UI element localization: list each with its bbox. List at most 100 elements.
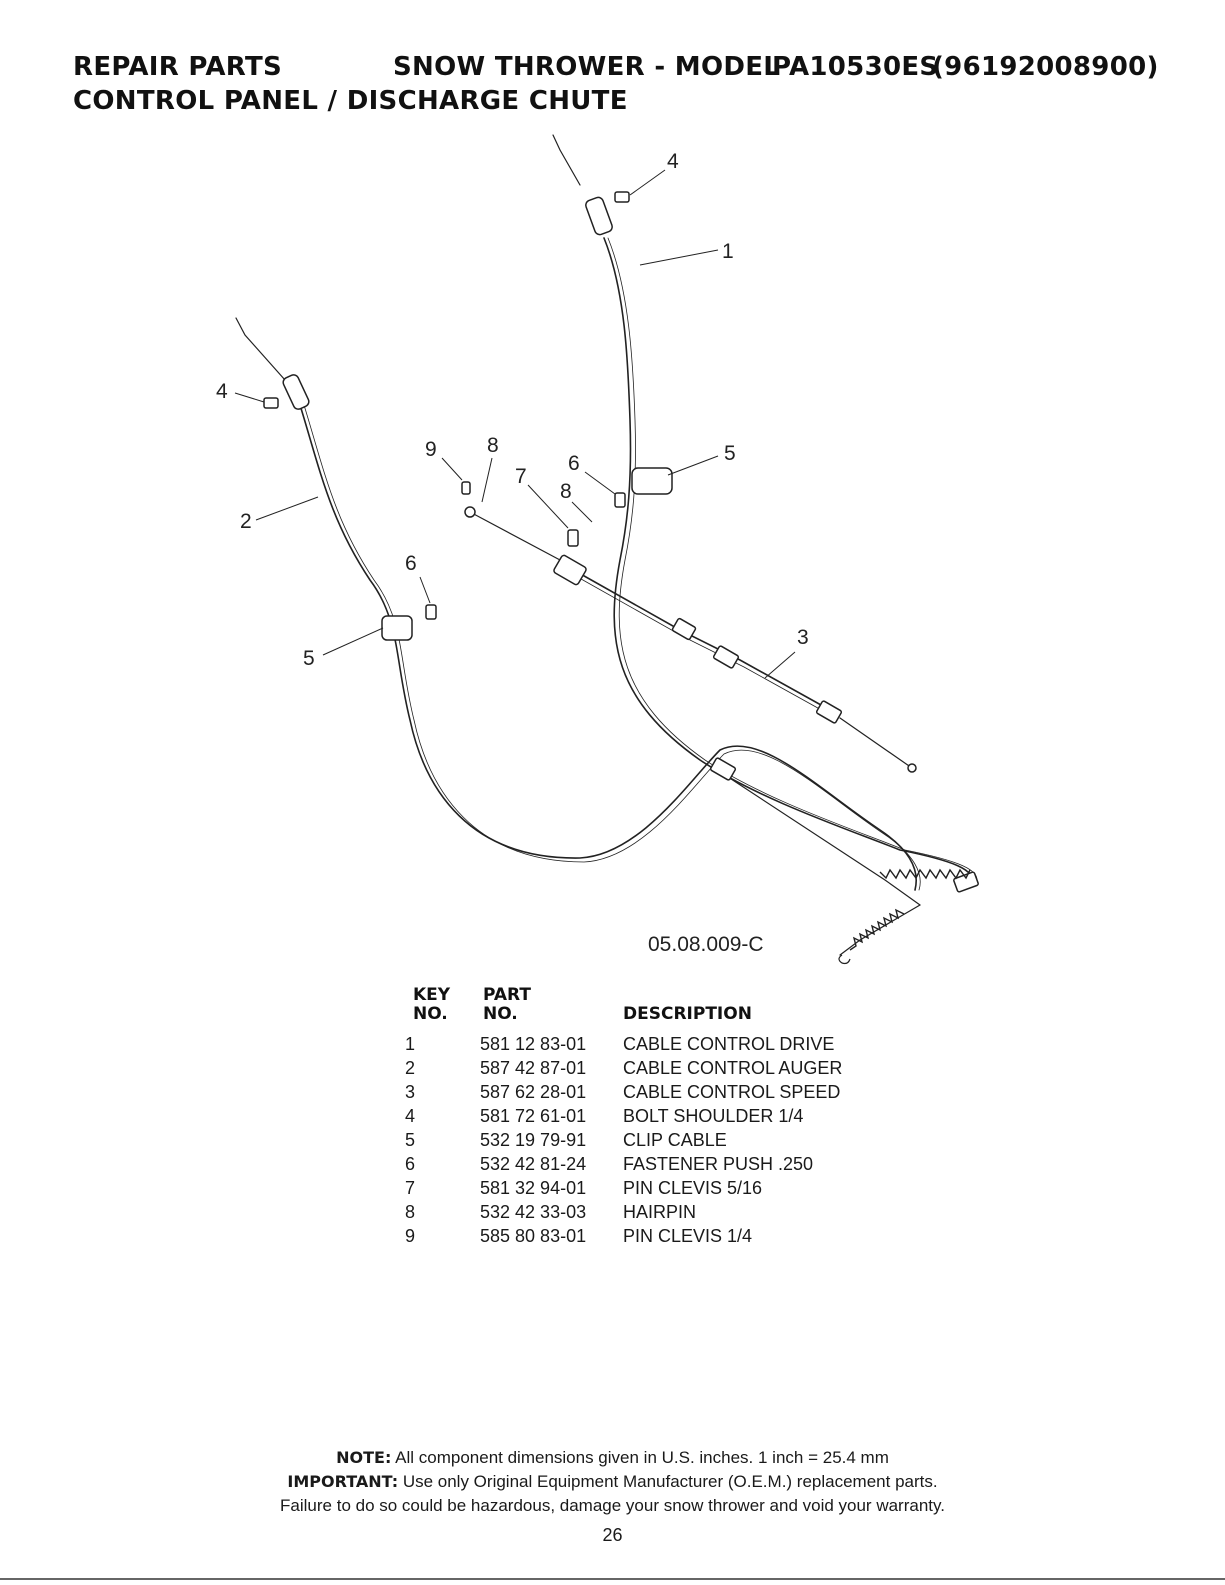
note-text: All component dimensions given in U.S. i… bbox=[391, 1448, 889, 1467]
pin-clevis-small bbox=[461, 481, 471, 495]
part-no: 532 42 33-03 bbox=[480, 1202, 587, 1222]
cable-drive-housing bbox=[603, 237, 973, 886]
extension-spring-lower bbox=[849, 908, 905, 951]
clip-cable-right bbox=[631, 467, 673, 495]
key-no: 5 bbox=[405, 1130, 416, 1150]
note-line: NOTE: All component dimensions given in … bbox=[0, 1448, 1225, 1468]
description: BOLT SHOULDER 1/4 bbox=[623, 1106, 804, 1126]
leader-7 bbox=[527, 484, 569, 529]
leader-2 bbox=[255, 496, 319, 521]
callout-1: 1 bbox=[722, 240, 734, 263]
leader-4-top bbox=[629, 169, 666, 196]
callout-6-lower: 6 bbox=[405, 552, 417, 575]
exploded-parts-diagram: 4 1 4 2 9 8 7 6 8 5 6 5 3 05.08.009-C bbox=[216, 134, 979, 965]
table-row: 5 532 19 79-91 CLIP CABLE bbox=[405, 1130, 1005, 1154]
product-title: SNOW THROWER - MODEL bbox=[393, 52, 781, 82]
bolt-shoulder-top bbox=[614, 191, 630, 203]
fastener-push-right bbox=[614, 492, 626, 508]
table-row: 2 587 42 87-01 CABLE CONTROL AUGER bbox=[405, 1058, 1005, 1082]
callout-5-left: 5 bbox=[303, 647, 315, 670]
callout-4-top: 4 bbox=[667, 150, 679, 173]
key-no: 3 bbox=[405, 1082, 416, 1102]
table-row: 9 585 80 83-01 PIN CLEVIS 1/4 bbox=[405, 1226, 1005, 1250]
cable-drive-clevis bbox=[585, 196, 613, 236]
leader-8-lower bbox=[571, 501, 593, 523]
cable-auger-wire-end bbox=[235, 317, 286, 381]
key-no: 6 bbox=[405, 1154, 416, 1174]
part-no: 587 42 87-01 bbox=[480, 1058, 587, 1078]
drawing-code: 05.08.009-C bbox=[648, 933, 764, 956]
key-no: 8 bbox=[405, 1202, 416, 1222]
callout-3: 3 bbox=[797, 626, 809, 649]
leader-3 bbox=[764, 651, 796, 679]
cable-speed-eyelet-start bbox=[464, 506, 476, 518]
cable-speed-wire bbox=[469, 511, 561, 561]
part-no: 532 19 79-91 bbox=[480, 1130, 587, 1150]
table-row: 3 587 62 28-01 CABLE CONTROL SPEED bbox=[405, 1082, 1005, 1106]
fastener-push-left bbox=[425, 604, 437, 620]
cable-speed-bracket bbox=[553, 554, 587, 586]
page-number: 26 bbox=[602, 1525, 623, 1545]
header-key-1: KEY bbox=[413, 985, 451, 1005]
description: FASTENER PUSH .250 bbox=[623, 1154, 814, 1174]
callout-8-upper: 8 bbox=[487, 434, 499, 457]
table-row: 8 532 42 33-03 HAIRPIN bbox=[405, 1202, 1005, 1226]
description: PIN CLEVIS 1/4 bbox=[623, 1226, 753, 1246]
cable-speed-ferrule-a bbox=[671, 617, 697, 641]
table-row: 4 581 72 61-01 BOLT SHOULDER 1/4 bbox=[405, 1106, 1005, 1130]
callout-4-left: 4 bbox=[216, 380, 228, 403]
part-no: 587 62 28-01 bbox=[480, 1082, 587, 1102]
cable-auger-clevis bbox=[282, 374, 310, 410]
note-label: NOTE: bbox=[336, 1448, 392, 1467]
leader-4-left bbox=[234, 392, 265, 403]
key-no: 9 bbox=[405, 1226, 416, 1246]
table-row: 7 581 32 94-01 PIN CLEVIS 5/16 bbox=[405, 1178, 1005, 1202]
part-no: 581 32 94-01 bbox=[480, 1178, 587, 1198]
description: CABLE CONTROL SPEED bbox=[623, 1082, 841, 1102]
cable-speed-housing bbox=[569, 567, 831, 711]
drive-wire-to-spring bbox=[724, 774, 921, 906]
callout-5-right: 5 bbox=[724, 442, 736, 465]
table-row: 6 532 42 81-24 FASTENER PUSH .250 bbox=[405, 1154, 1005, 1178]
header-part-1: PART bbox=[483, 985, 531, 1005]
extension-spring-upper bbox=[879, 868, 971, 880]
leader-1 bbox=[639, 249, 719, 266]
leader-5-left bbox=[322, 627, 384, 656]
section-title: REPAIR PARTS bbox=[73, 52, 283, 82]
description: CABLE CONTROL AUGER bbox=[623, 1058, 843, 1078]
cable-speed-end-fitting bbox=[815, 700, 843, 724]
pin-clevis-large bbox=[567, 529, 579, 547]
description: HAIRPIN bbox=[623, 1202, 697, 1222]
important-label: IMPORTANT: bbox=[287, 1472, 399, 1491]
callout-9: 9 bbox=[425, 438, 437, 461]
model-number: (96192008900) bbox=[932, 52, 1159, 82]
cable-auger-housing bbox=[299, 404, 917, 891]
leader-5-right bbox=[667, 455, 719, 476]
part-no: 532 42 81-24 bbox=[480, 1154, 587, 1174]
model-name: PA10530ES bbox=[772, 52, 939, 82]
header-key-2: NO. bbox=[413, 1004, 448, 1024]
important-text: Use only Original Equipment Manufacturer… bbox=[398, 1472, 938, 1491]
cable-drive-wire-end bbox=[552, 134, 581, 186]
callout-2: 2 bbox=[240, 510, 252, 533]
header-description: DESCRIPTION bbox=[623, 1004, 752, 1024]
callout-8-lower: 8 bbox=[560, 480, 572, 503]
key-no: 7 bbox=[405, 1178, 416, 1198]
key-no: 2 bbox=[405, 1058, 416, 1078]
part-no: 585 80 83-01 bbox=[480, 1226, 587, 1246]
description: CLIP CABLE bbox=[623, 1130, 727, 1150]
description: CABLE CONTROL DRIVE bbox=[623, 1034, 835, 1054]
callout-6-upper: 6 bbox=[568, 452, 580, 475]
important-line: IMPORTANT: Use only Original Equipment M… bbox=[0, 1472, 1225, 1492]
key-no: 4 bbox=[405, 1106, 416, 1126]
part-no: 581 72 61-01 bbox=[480, 1106, 587, 1126]
description: PIN CLEVIS 5/16 bbox=[623, 1178, 763, 1198]
cable-speed-wire-tail bbox=[839, 717, 913, 769]
key-no: 1 bbox=[405, 1034, 416, 1054]
leader-6-lower bbox=[419, 576, 431, 604]
table-row: 1 581 12 83-01 CABLE CONTROL DRIVE bbox=[405, 1034, 1005, 1058]
callout-7: 7 bbox=[515, 465, 527, 488]
cable-speed-eyelet bbox=[907, 763, 917, 773]
leader-8-upper bbox=[481, 457, 493, 503]
bolt-shoulder-left bbox=[263, 397, 279, 409]
